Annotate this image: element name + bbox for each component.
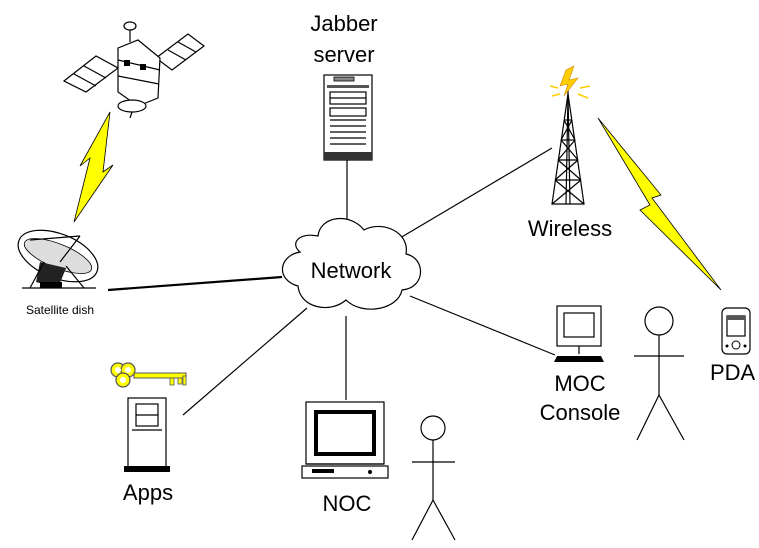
moc-console-label-line1: MOC — [554, 371, 605, 396]
pda-label: PDA — [710, 360, 756, 385]
jabber-server-icon — [323, 74, 373, 161]
lightning-satellite-icon — [73, 111, 114, 223]
connections — [107, 147, 556, 416]
moc-monitor-icon — [554, 305, 604, 362]
antenna-signal-icon — [549, 65, 591, 99]
satellite-dish-icon — [17, 229, 99, 289]
wireless-label: Wireless — [528, 216, 612, 241]
lightning-pda-icon — [597, 117, 722, 291]
link-network-satellite-dish — [107, 275, 283, 292]
apps-server-icon — [124, 397, 170, 472]
pda-icon — [721, 307, 751, 355]
network-label: Network — [311, 258, 393, 283]
noc-operator-person-icon — [411, 415, 456, 541]
link-network-wireless — [399, 147, 553, 239]
satellite-icon — [62, 21, 205, 119]
network-cloud-icon — [281, 217, 422, 310]
jabber-server-label-line1: Jabber — [310, 11, 377, 36]
satellite-dish-label: Satellite dish — [26, 303, 94, 317]
noc-label: NOC — [323, 491, 372, 516]
link-network-moc — [409, 295, 556, 356]
apps-label: Apps — [123, 480, 173, 505]
link-network-apps — [182, 307, 308, 416]
jabber-server-label-line2: server — [313, 42, 374, 67]
noc-computer-icon — [301, 401, 389, 479]
moc-console-label-line2: Console — [540, 400, 621, 425]
key-icon — [110, 362, 187, 388]
wireless-tower-icon — [551, 84, 585, 205]
moc-operator-person-icon — [634, 306, 685, 441]
